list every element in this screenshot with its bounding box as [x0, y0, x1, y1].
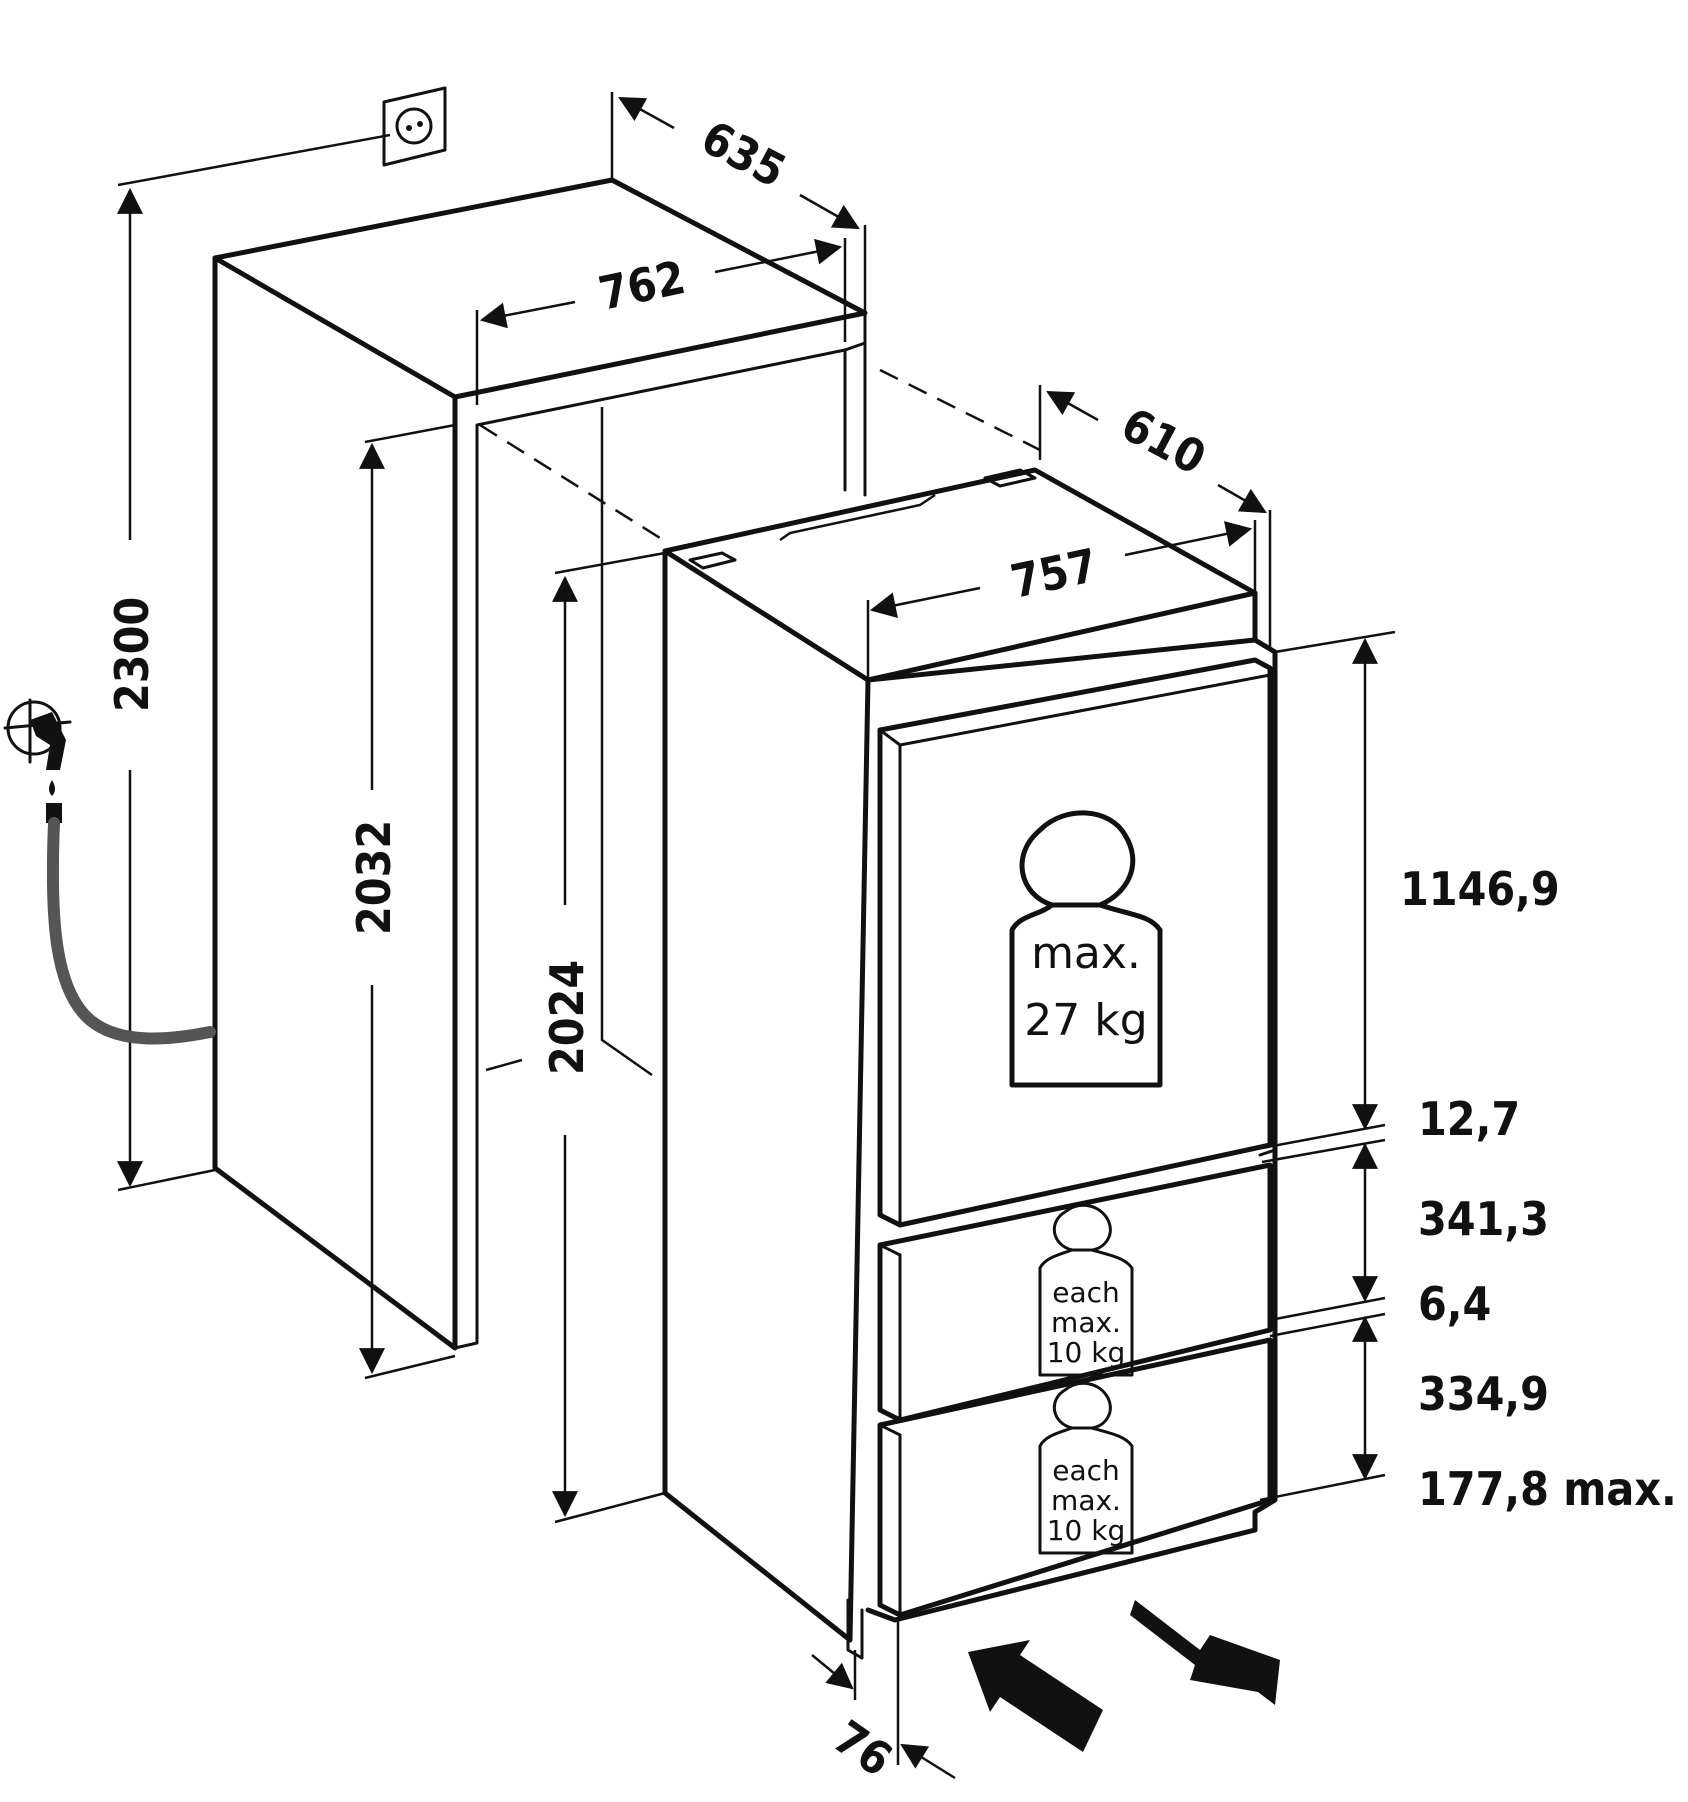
door-weight-line2: 27 kg: [1024, 995, 1147, 1046]
arrow-in-icon: [968, 1640, 1103, 1752]
door-weight-line1: max.: [1031, 928, 1141, 979]
dim-76: 76: [811, 1620, 956, 1787]
dim-334-9-label: 334,9: [1418, 1367, 1549, 1421]
top-door: [877, 657, 1277, 1228]
dim-2032: 2032: [347, 442, 401, 1375]
dim-635: 635: [610, 92, 867, 313]
weight-icon: max. 27 kg: [1009, 810, 1163, 1088]
water-hose-icon: [46, 817, 216, 1045]
dim-762-label: 762: [594, 250, 690, 321]
depth-guide-lines: [479, 368, 1041, 540]
dim-2300: 2300: [105, 133, 391, 1192]
water-tap-icon: [3, 698, 72, 823]
drawer1-weight-line3: 10 kg: [1047, 1336, 1126, 1369]
drawer-2: [877, 1337, 1273, 1618]
dim-177-8-label: 177,8 max.: [1418, 1462, 1677, 1516]
dim-610-label: 610: [1113, 397, 1215, 485]
arrow-out-icon: [1130, 1600, 1280, 1705]
drawer2-weight-line3: 10 kg: [1047, 1514, 1126, 1547]
dim-2300-label: 2300: [105, 597, 159, 712]
power-socket-icon: [382, 86, 447, 167]
weight-icon: each max. 10 kg: [1038, 1381, 1134, 1555]
dim-76-label: 76: [824, 1710, 902, 1787]
dim-757-label: 757: [1006, 538, 1102, 609]
dim-2024-label: 2024: [540, 960, 594, 1075]
dim-6-4-label: 6,4: [1418, 1277, 1491, 1331]
drawer2-weight-line2: max.: [1051, 1484, 1121, 1517]
niche-housing: [212, 177, 868, 1380]
front-dimensions: 1146,9 12,7 341,3 6,4 334,9 177,8 max.: [1259, 630, 1677, 1516]
drawer1-weight-line1: each: [1052, 1276, 1120, 1309]
dim-635-label: 635: [693, 110, 795, 198]
dim-2024: 2024: [540, 551, 666, 1524]
weight-icon: each max. 10 kg: [1038, 1203, 1134, 1377]
dim-757: 757: [866, 520, 1257, 680]
dim-2032-label: 2032: [347, 820, 401, 935]
appliance-body: [662, 467, 1278, 1643]
dim-610: 610: [1038, 385, 1272, 650]
drawer2-weight-line1: each: [1052, 1454, 1120, 1487]
dim-1146-9-label: 1146,9: [1400, 862, 1560, 916]
dim-12-7-label: 12,7: [1418, 1092, 1520, 1146]
dim-341-3-label: 341,3: [1418, 1192, 1549, 1246]
drawer1-weight-line2: max.: [1051, 1306, 1121, 1339]
